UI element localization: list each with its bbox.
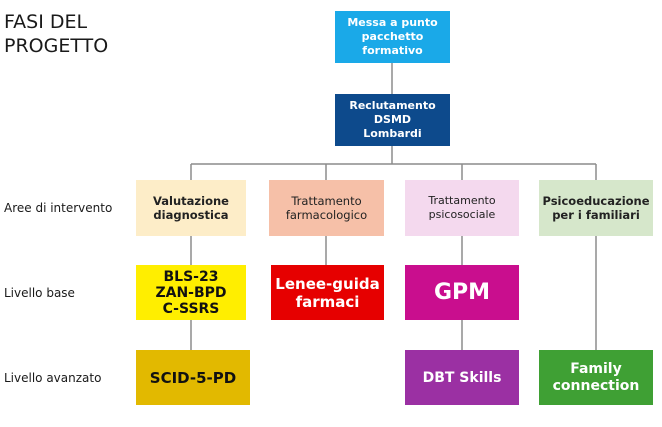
base-linee-guida-farmaci: Lenee-guida farmaci bbox=[271, 265, 384, 320]
area-trattamento-farmacologico: Trattamento farmacologico bbox=[269, 180, 384, 236]
box-messa-a-punto: Messa a punto pacchetto formativo bbox=[335, 11, 450, 63]
base-gpm: GPM bbox=[405, 265, 519, 320]
page-title: FASI DEL PROGETTO bbox=[4, 11, 109, 57]
area-trattamento-psicosociale: Trattamento psicosociale bbox=[405, 180, 519, 236]
box-reclutamento: Reclutamento DSMD Lombardi bbox=[335, 94, 450, 146]
row-label-aree: Aree di intervento bbox=[4, 201, 113, 215]
base-bls-zan-cssrs: BLS-23 ZAN-BPD C-SSRS bbox=[136, 265, 246, 320]
advanced-dbt-skills: DBT Skills bbox=[405, 350, 519, 405]
row-label-avanzato: Livello avanzato bbox=[4, 371, 102, 385]
row-label-base: Livello base bbox=[4, 286, 75, 300]
area-valutazione-diagnostica: Valutazione diagnostica bbox=[136, 180, 246, 236]
advanced-family-connection: Family connection bbox=[539, 350, 653, 405]
area-psicoeducazione: Psicoeducazione per i familiari bbox=[539, 180, 653, 236]
advanced-scid-5-pd: SCID-5-PD bbox=[136, 350, 250, 405]
